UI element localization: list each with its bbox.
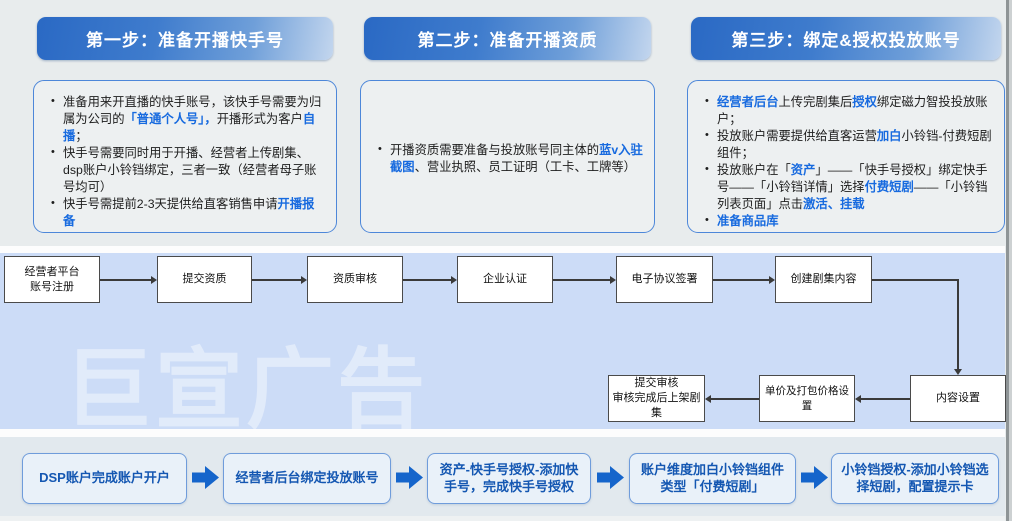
flow-connector (713, 279, 769, 281)
slide-bottom-strip (0, 516, 1005, 521)
step-panel-2: 第二步：准备开播资质 开播资质需要准备与投放账号同主体的蓝v入驻截图、营业执照、… (360, 0, 655, 246)
bottom-step-whitelist: 账户维度加白小铃铛组件类型「付费短剧」 (629, 453, 796, 504)
step-2-title: 第二步：准备开播资质 (417, 31, 598, 50)
flow-node-qual-review: 资质审核 (307, 256, 403, 303)
block-arrow-icon (396, 466, 423, 489)
step-3-bullet-list: 经营者后台上传完剧集后授权绑定磁力智投投放账户；投放账户需要提供给直客运营加白小… (704, 94, 994, 230)
flow-connector (100, 279, 151, 281)
slide-edge-shadow (1006, 0, 1009, 521)
flow-node-pricing: 单价及打包价格设置 (759, 375, 855, 422)
bottom-step-asset-auth: 资产-快手号授权-添加快手号，完成快手号授权 (427, 453, 591, 504)
flow-node-register: 经营者平台 账号注册 (4, 256, 100, 303)
bullet-item: 准备商品库 (704, 213, 994, 230)
arrowhead-right-icon (151, 276, 157, 284)
step-1-title: 第一步：准备开播快手号 (86, 31, 284, 50)
step-1-bullet-list: 准备用来开直播的快手账号，该快手号需要为归属为公司的「普通个人号」，开播形式为客… (50, 94, 326, 230)
step-3-title: 第三步：绑定&授权投放账号 (731, 31, 961, 50)
bullet-item: 投放账户需要提供给直客运营加白小铃铛-付费短剧组件； (704, 128, 994, 162)
flow-connector (872, 279, 958, 281)
flow-node-submit-review: 提交审核 审核完成后上架剧集 (608, 375, 705, 422)
flow-connector (957, 279, 959, 369)
bottom-flow-section: DSP账户完成账户开户 经营者后台绑定投放账号 资产-快手号授权-添加快手号，完… (0, 437, 1005, 516)
flow-node-e-agreement: 电子协议签署 (616, 256, 713, 303)
arrowhead-right-icon (610, 276, 616, 284)
step-2-header: 第二步：准备开播资质 (364, 17, 651, 60)
flowchart-section: 巨宣广告 经营者平台 账号注册 提交资质 资质审核 企业认证 电子协议签署 创建… (0, 253, 1006, 439)
step-3-header: 第三步：绑定&授权投放账号 (691, 17, 1001, 60)
arrowhead-left-icon (705, 395, 711, 403)
arrowhead-down-icon (954, 369, 962, 375)
step-1-header: 第一步：准备开播快手号 (37, 17, 333, 60)
flow-connector (553, 279, 610, 281)
block-arrow-icon (801, 466, 828, 489)
arrowhead-right-icon (301, 276, 307, 284)
flow-node-enterprise-cert: 企业认证 (457, 256, 553, 303)
bullet-item: 经营者后台上传完剧集后授权绑定磁力智投投放账户； (704, 94, 994, 128)
step-panel-1: 第一步：准备开播快手号 准备用来开直播的快手账号，该快手号需要为归属为公司的「普… (33, 0, 337, 246)
bullet-item: 投放账户在「资产」——「快手号授权」绑定快手号——「小铃铛详情」选择付费短剧——… (704, 162, 994, 213)
bullet-item: 快手号需提前2-3天提供给直客销售申请开播报备 (50, 196, 326, 230)
block-arrow-icon (597, 466, 624, 489)
arrowhead-right-icon (451, 276, 457, 284)
step-1-card: 准备用来开直播的快手账号，该快手号需要为归属为公司的「普通个人号」，开播形式为客… (33, 80, 337, 233)
steps-section: 第一步：准备开播快手号 准备用来开直播的快手账号，该快手号需要为归属为公司的「普… (0, 0, 1005, 246)
step-2-bullet-list: 开播资质需要准备与投放账号同主体的蓝v入驻截图、营业执照、员工证明（工卡、工牌等… (377, 142, 644, 176)
bottom-step-bell-auth: 小铃铛授权-添加小铃铛选择短剧，配置提示卡 (831, 453, 999, 504)
flow-connector (403, 279, 451, 281)
separator-top (0, 246, 1005, 253)
block-arrow-icon (192, 466, 219, 489)
step-2-card: 开播资质需要准备与投放账号同主体的蓝v入驻截图、营业执照、员工证明（工卡、工牌等… (360, 80, 655, 233)
arrowhead-right-icon (769, 276, 775, 284)
bottom-step-dsp-open: DSP账户完成账户开户 (22, 453, 187, 504)
bullet-item: 开播资质需要准备与投放账号同主体的蓝v入驻截图、营业执照、员工证明（工卡、工牌等… (377, 142, 644, 176)
flow-node-submit-quals: 提交资质 (157, 256, 252, 303)
slide-edge-light (1009, 0, 1012, 521)
arrowhead-left-icon (855, 395, 861, 403)
step-3-card: 经营者后台上传完剧集后授权绑定磁力智投投放账户；投放账户需要提供给直客运营加白小… (687, 80, 1005, 233)
bullet-item: 快手号需要同时用于开播、经营者上传剧集、dsp账户小铃铛绑定，三者一致（经营者母… (50, 145, 326, 196)
flow-connector (252, 279, 301, 281)
separator-bottom (0, 429, 1005, 437)
step-panel-3: 第三步：绑定&授权投放账号 经营者后台上传完剧集后授权绑定磁力智投投放账户；投放… (687, 0, 1005, 246)
bullet-item: 准备用来开直播的快手账号，该快手号需要为归属为公司的「普通个人号」，开播形式为客… (50, 94, 326, 145)
flow-connector (861, 398, 910, 400)
bottom-step-bind-account: 经营者后台绑定投放账号 (223, 453, 391, 504)
watermark-text: 巨宣广告 (64, 340, 429, 439)
flow-connector (711, 398, 759, 400)
flow-node-content-setup: 内容设置 (910, 375, 1006, 422)
flow-node-create-series: 创建剧集内容 (775, 256, 872, 303)
